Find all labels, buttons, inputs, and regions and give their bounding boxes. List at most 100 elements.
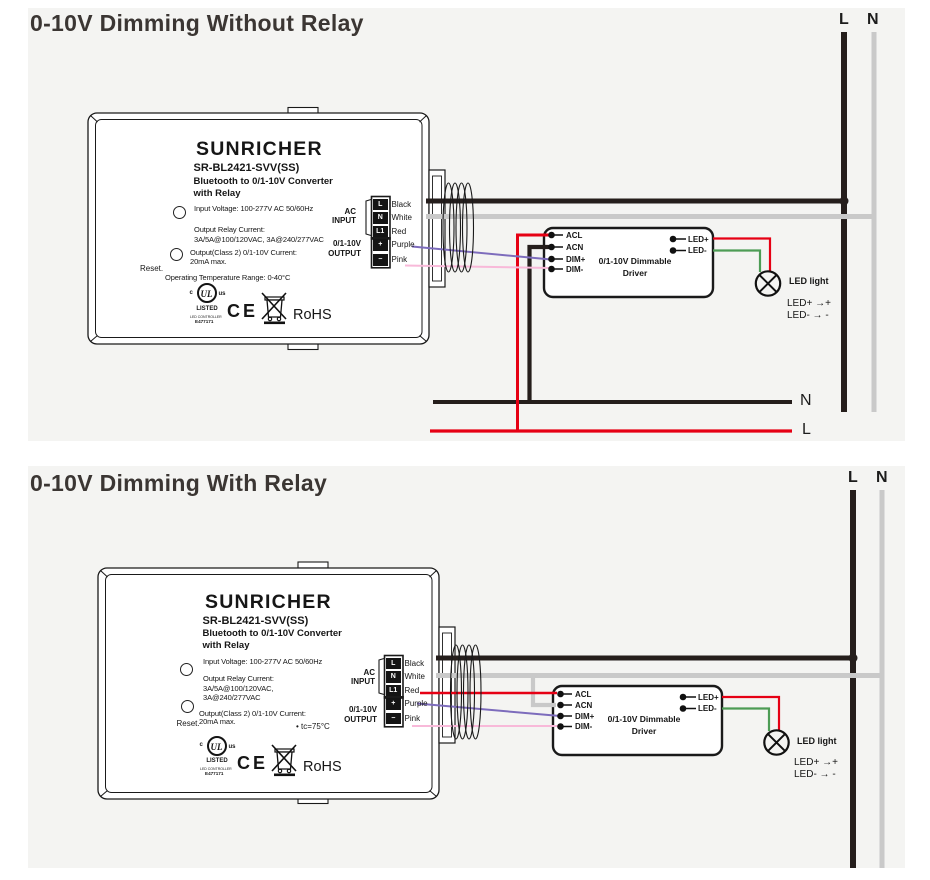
spec-relay-value: 3A/5A@100/120VAC, 3A@240/277VAC: [194, 234, 324, 244]
terminal-minus-1[interactable]: −: [373, 254, 388, 266]
dim-output-label-1b: OUTPUT: [328, 249, 361, 258]
driver2-acn: ACN: [575, 700, 593, 710]
wire-name-pink-1: Pink: [391, 255, 408, 264]
indicator-button-1[interactable]: [173, 205, 186, 219]
terminal-minus-2[interactable]: −: [386, 712, 401, 724]
wire-purple-1: [411, 245, 552, 261]
diagram2-title: 0-10V Dimming With Relay: [30, 470, 328, 496]
driver1-name-line2: Driver: [622, 267, 648, 278]
ul-file-number-2: E477171: [205, 771, 224, 776]
driver2-terminal-stubs: [560, 693, 696, 728]
wire-name-purple-2: Purple: [404, 699, 428, 708]
weee-bin-icon-1: [261, 292, 287, 325]
spec-output-label: Output(Class 2) 0/1-10V Current:: [190, 247, 297, 257]
wire-acl-to-line: [516, 233, 551, 431]
ul-listed-2: LISTED: [206, 757, 228, 764]
weee-bin-icon-2: [271, 744, 297, 777]
terminal-N-1[interactable]: N: [373, 212, 388, 224]
junction-dot-2: [848, 653, 858, 663]
led-light-label-2: LED light: [797, 735, 837, 746]
dim-output-label-2b: OUTPUT: [344, 715, 377, 724]
spec-tc-2: • tc=75°C: [296, 721, 330, 731]
ce-mark-2: CE: [237, 753, 269, 773]
driver2-dimplus: DIM+: [575, 711, 595, 721]
driver2-dimminus: DIM-: [575, 721, 593, 731]
terminal-plus-1[interactable]: +: [373, 239, 388, 251]
strain-relief-coil-2: [449, 644, 482, 740]
terminal-L-1[interactable]: L: [373, 198, 388, 210]
driver1-name-line1: 0/1-10V Dimmable: [598, 256, 672, 266]
driver2-ledplus: LED+: [698, 692, 719, 702]
ul-controller-1: LED CONTROLLER: [190, 314, 222, 319]
device-subtitle-2a: Bluetooth to 0/1-10V Converter: [202, 628, 342, 639]
ul-us-1: us: [218, 291, 226, 297]
driver1-acn: ACN: [566, 242, 584, 252]
ac-input-label-1b: INPUT: [332, 215, 356, 225]
ul-mark-icon-1: UL: [196, 283, 217, 303]
led-mapping-minus-1: LED- → -: [787, 309, 829, 321]
bottom-neutral-label: N: [800, 392, 812, 409]
ac-input-bracket: [365, 198, 372, 237]
wire-ledplus-2: [722, 695, 781, 730]
device-subtitle-1: Bluetooth to 0/1-10V Converter: [193, 175, 333, 187]
wire-ledminus-2: [722, 707, 771, 731]
driver2-acl: ACL: [575, 689, 592, 699]
terminal-plus-2[interactable]: +: [386, 698, 401, 710]
reset-button-1[interactable]: [169, 247, 183, 261]
driver1-acl: ACL: [566, 230, 583, 240]
wire-white-branch-acn: [530, 675, 556, 708]
driver1-dimplus: DIM+: [566, 254, 586, 264]
rohs-mark-1: RoHS: [293, 306, 332, 323]
ac-input-label-2a: AC: [363, 668, 375, 677]
driver1-terminal-stubs: [551, 234, 686, 270]
spec-relay-label-2: Output Relay Current:: [203, 673, 274, 683]
wire-acn-to-neutral: [527, 244, 551, 403]
wire-ledminus-1: [713, 249, 762, 272]
brand-logo-2: SUNRICHER: [205, 590, 332, 613]
terminal-L1-2[interactable]: L1: [386, 684, 401, 696]
terminal-L-2[interactable]: L: [386, 657, 401, 669]
driver1-ledminus: LED-: [688, 246, 707, 255]
wire-name-red-1: Red: [391, 226, 407, 236]
rohs-mark-2: RoHS: [303, 758, 342, 775]
wire-name-black-2: Black: [404, 658, 425, 668]
ul-controller-2: LED CONTROLLER: [200, 766, 232, 771]
model-number: SR-BL2421-SVV(SS): [193, 162, 300, 174]
ac-input-label-2b: INPUT: [351, 676, 375, 686]
spec-relay-label: Output Relay Current:: [194, 225, 265, 234]
terminal-N-2[interactable]: N: [386, 671, 401, 683]
bottom-line-label: L: [802, 421, 811, 438]
diagram1-driver-box: [542, 226, 715, 299]
wire-name-white-1: White: [391, 213, 412, 222]
wire-ledplus-1: [713, 237, 772, 271]
led-mapping-plus-1: LED+ →+: [787, 297, 831, 309]
device-subtitle-2: with Relay: [193, 187, 241, 199]
mains-l-label-2: L: [848, 469, 858, 486]
driver1-ledplus: LED+: [688, 234, 709, 244]
reset-label: Reset.: [140, 263, 164, 273]
ul-mark-icon-2: UL: [206, 735, 227, 756]
ul-c-2: c: [199, 742, 203, 748]
indicator-button-2[interactable]: [180, 663, 193, 676]
dim-output-label-1a: 0/1-10V: [332, 238, 361, 248]
terminal-L1-1[interactable]: L1: [373, 225, 388, 237]
ce-mark-1: CE: [227, 301, 259, 321]
ac-input-label-1a: AC: [344, 207, 356, 216]
wire-name-red-2: Red: [404, 685, 420, 695]
ul-file-number-1: E477171: [195, 319, 214, 324]
wire-purple-2: [416, 702, 561, 717]
spec-input-voltage: Input Voltage: 100-277V AC 50/60Hz: [194, 203, 314, 213]
diagram1-title: 0-10V Dimming Without Relay: [30, 10, 364, 36]
spec-output-value: 20mA max.: [190, 256, 227, 266]
wire-pink-1: [404, 264, 552, 269]
wire-name-purple-1: Purple: [391, 240, 415, 249]
device-subtitle-2b: with Relay: [202, 640, 250, 651]
spec-output-label-2: Output(Class 2) 0/1-10V Current:: [199, 708, 306, 718]
reset-button-2[interactable]: [181, 700, 194, 713]
ul-us-2: us: [228, 743, 236, 750]
driver2-ledminus: LED-: [698, 704, 717, 713]
driver2-name-line2: Driver: [631, 725, 657, 736]
led-lamp-icon-1: [754, 270, 782, 297]
led-lamp-icon-2: [763, 729, 790, 756]
